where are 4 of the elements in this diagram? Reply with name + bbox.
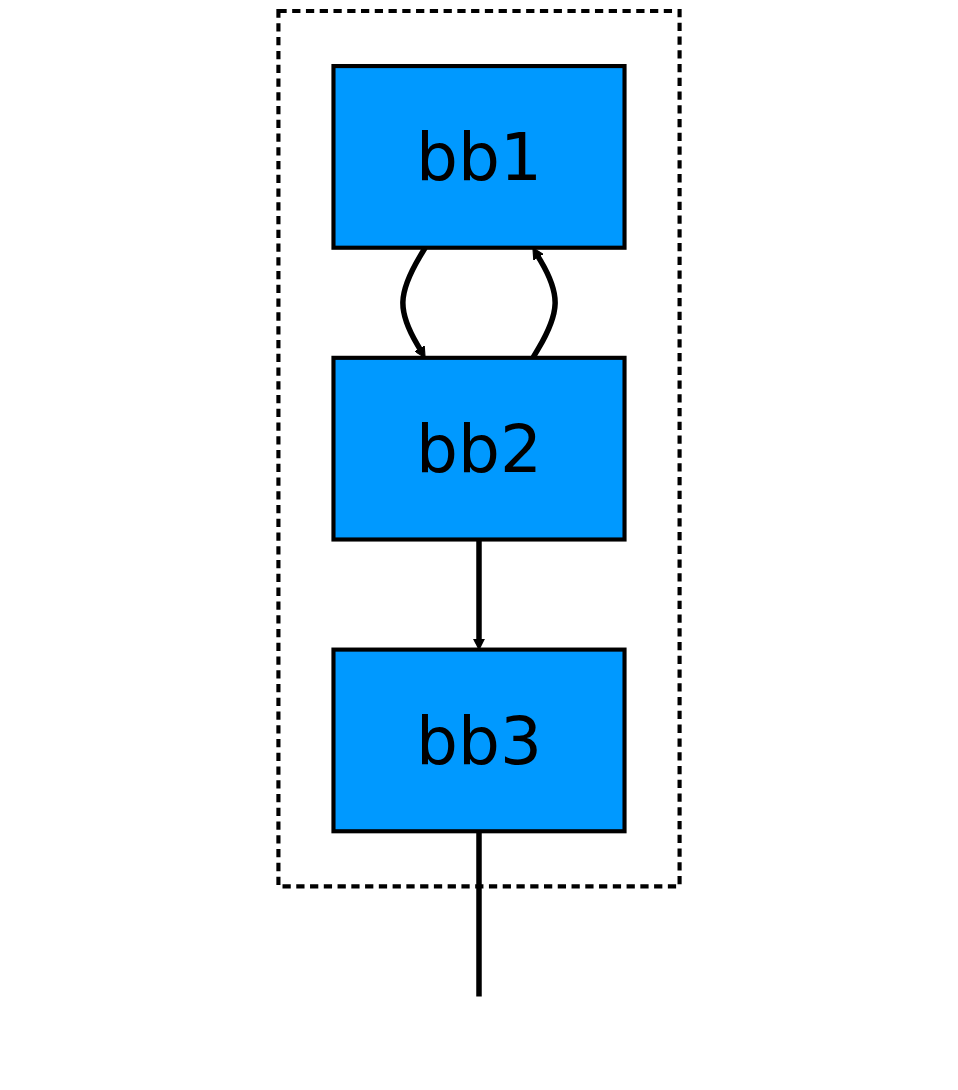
node-box: bb2 (331, 355, 627, 542)
node-box: bb1 (331, 64, 627, 250)
node-box: bb3 (331, 647, 627, 834)
cluster (276, 8, 682, 889)
